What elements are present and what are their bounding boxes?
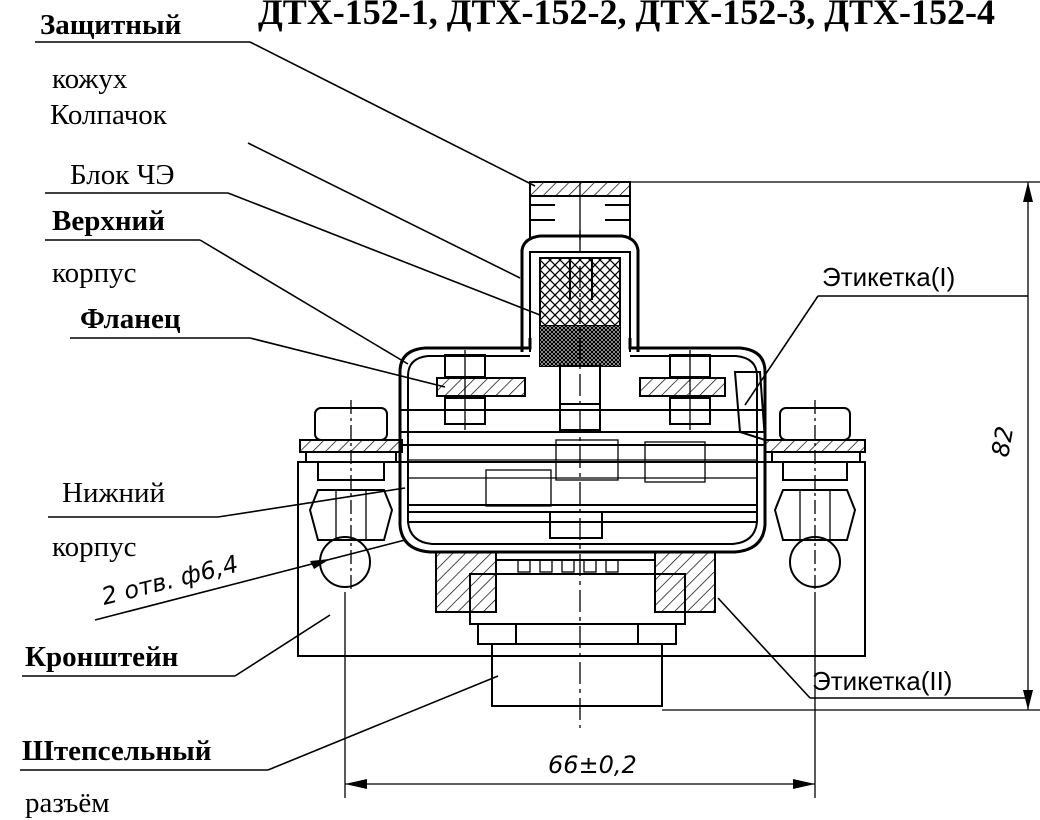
label-flange: Фланец [80,303,181,335]
lower-body-part [398,371,767,554]
bottom-mount [435,551,716,645]
right-bolt [764,400,866,592]
label-lower-body-2: корпус [52,531,137,563]
flange-part [436,350,726,430]
upper-body-part [398,338,767,445]
dimension-lines [94,181,1040,798]
label-sensor-block: Блок ЧЭ [70,159,175,191]
label-label-2: Этикетка(II) [812,666,952,696]
label-upper-body-1: Верхний [52,205,165,237]
connector-part [491,643,663,707]
label-protective-casing-1: Защитный [40,9,181,41]
label-connector-2: разъём [25,787,110,819]
drawing-title: ДТХ-152-1, ДТХ-152-2, ДТХ-152-3, ДТХ-152… [258,0,995,32]
label-lower-body-1: Нижний [62,477,165,509]
label-bracket: Кронштейн [25,641,178,673]
label-upper-body-2: корпус [52,257,137,289]
leader-lines [20,41,1028,771]
protective-casing-part [529,181,631,240]
label-protective-casing-2: кожух [52,63,128,95]
label-connector-1: Штепсельный [22,735,211,767]
sensor-block-part [539,230,621,728]
label-label-1: Этикетка(I) [822,262,955,292]
dimension-width: 66±0,2 [548,751,637,779]
dimension-height: 82 [986,424,1019,459]
label-cap: Колпачок [50,99,168,131]
